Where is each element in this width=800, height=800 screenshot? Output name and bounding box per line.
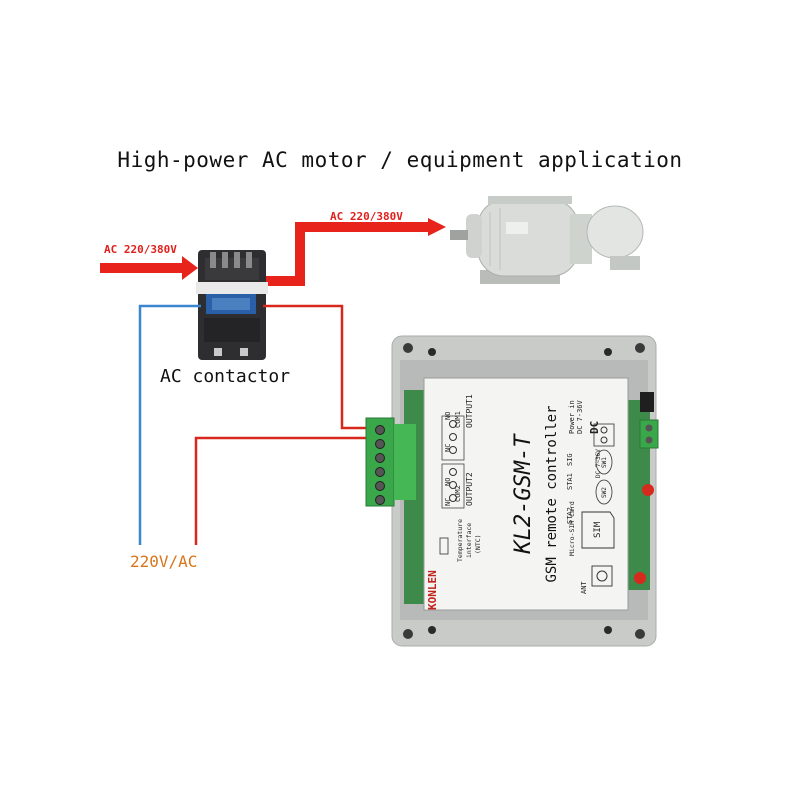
controller-subtitle: GSM remote controller <box>544 405 560 582</box>
sw-labels: SW1 SW2 <box>601 457 608 498</box>
power-spec-label: DC 7~36V <box>595 449 602 478</box>
antenna-connector: ANT <box>580 565 613 594</box>
nc2-label: NC <box>444 498 452 506</box>
power-in-label: Power in <box>568 400 576 434</box>
com2-label: COM2 <box>454 485 462 502</box>
output-power-arrow <box>262 218 446 286</box>
com1-label: COM1 <box>454 411 462 428</box>
controller-model: KL2-GSM-T <box>511 433 536 555</box>
ant-label: ANT <box>580 581 588 594</box>
sta2-label: STA2 <box>566 507 574 524</box>
power-polarity-box <box>593 423 615 447</box>
live-wire-to-mains <box>194 436 380 545</box>
power-range-label: DC 7-36V <box>576 399 584 434</box>
status-led-1 <box>642 484 654 496</box>
power-terminal-block <box>639 419 659 449</box>
sw1-label: SW1 <box>601 457 608 468</box>
temperature-label-3: (NTC) <box>474 534 482 554</box>
dc-label: DC <box>588 421 601 434</box>
sw1-button-outline <box>595 449 613 475</box>
contactor-label: AC contactor <box>160 366 291 387</box>
output1-label: OUTPUT1 <box>465 394 474 428</box>
ac-contactor-image <box>196 250 268 360</box>
output-screw-markers <box>441 415 465 509</box>
sta1-label: STA1 <box>566 473 574 490</box>
sim-card-slot: SIM Micro-SIM Card <box>568 501 615 556</box>
output2-label: OUTPUT2 <box>465 472 474 506</box>
brand-logo: KONLEN <box>426 570 439 610</box>
ac-input-voltage-label: AC 220/380V <box>104 243 177 256</box>
status-labels: SIG STA1 STA2 <box>566 453 574 524</box>
temperature-label-1: Temperature <box>456 519 464 562</box>
output-terminal-block <box>365 417 416 507</box>
page-title: High-power AC motor / equipment applicat… <box>117 148 683 172</box>
controller-panel-labels: KL2-GSM-T GSM remote controller <box>511 405 560 582</box>
ac-motor-image <box>450 196 644 284</box>
sim-label: SIM <box>593 521 603 538</box>
status-led-2 <box>634 572 646 584</box>
temperature-interface: Temperature interface (NTC) <box>439 519 482 562</box>
no2-label: NO <box>444 478 452 486</box>
brand-text: KONLEN <box>426 570 439 610</box>
input-power-arrow <box>100 256 198 280</box>
live-wire-to-contactor <box>263 304 380 430</box>
neutral-wire <box>138 304 201 545</box>
dc-jack <box>640 392 654 412</box>
sig-label: SIG <box>566 453 574 466</box>
micro-sim-label: Micro-SIM Card <box>568 501 576 556</box>
sw2-button-outline <box>595 479 613 505</box>
sw2-label: SW2 <box>601 487 608 498</box>
mains-voltage-label: 220V/AC <box>130 552 198 571</box>
ac-output-voltage-label: AC 220/380V <box>330 210 403 223</box>
nc1-label: NC <box>444 444 452 452</box>
temperature-label-2: interface <box>465 523 473 558</box>
power-spec-text: DC 7~36V <box>595 449 602 478</box>
